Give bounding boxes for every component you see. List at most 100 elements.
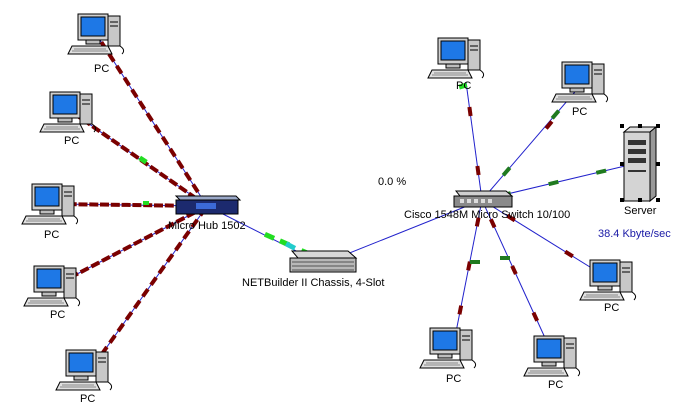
traffic-packet-light	[263, 232, 276, 241]
pc-device[interactable]: PC	[419, 327, 477, 385]
traffic-packet	[506, 213, 516, 223]
pc-label: PC	[604, 302, 619, 314]
traffic-packet	[501, 166, 512, 177]
traffic-packet	[164, 221, 175, 230]
switch-label: Cisco 1548M Micro Switch 10/100	[404, 209, 570, 221]
traffic-packet	[99, 202, 110, 207]
pc-icon	[419, 327, 477, 369]
traffic-packet	[510, 265, 518, 275]
pc-label: PC	[44, 229, 59, 241]
traffic-packet	[474, 217, 481, 227]
traffic-packet	[595, 168, 607, 175]
link-pc-4-hub	[57, 205, 208, 285]
traffic-packet	[132, 299, 142, 310]
pc-device[interactable]: PC	[55, 349, 113, 405]
link-pc-7-switch	[481, 85, 581, 201]
pc-icon	[427, 37, 485, 79]
traffic-packet	[129, 151, 140, 160]
pc-device[interactable]: PC	[23, 265, 81, 321]
server-icon	[620, 124, 660, 203]
hub-device[interactable]: Micro Hub 1502	[168, 195, 246, 232]
traffic-packet	[467, 106, 473, 117]
traffic-packet	[78, 202, 88, 207]
switch-device[interactable]: Cisco 1548M Micro Switch 10/100	[404, 190, 570, 221]
traffic-packet-cyan	[284, 241, 297, 251]
pc-device[interactable]: PC	[67, 13, 125, 75]
traffic-packet-green	[458, 82, 468, 90]
traffic-packet-light	[143, 201, 149, 205]
traffic-packet	[158, 171, 169, 181]
traffic-packet	[531, 311, 539, 322]
traffic-packet	[141, 287, 150, 298]
pc-icon	[55, 349, 113, 391]
pc-device[interactable]: PC	[39, 91, 97, 147]
server-label: Server	[624, 205, 657, 217]
pc-icon	[523, 335, 581, 377]
router-chassis-icon	[289, 250, 358, 273]
traffic-packet	[137, 100, 147, 111]
traffic-packet	[110, 202, 120, 207]
traffic-packet	[116, 322, 126, 333]
traffic-packet	[457, 305, 464, 315]
pc-label: PC	[50, 309, 65, 321]
link-pc-1-hub	[99, 39, 208, 207]
traffic-packet	[544, 120, 554, 130]
traffic-packet	[191, 183, 200, 194]
traffic-packet	[564, 249, 574, 259]
traffic-packet	[122, 76, 131, 87]
pc-icon	[23, 265, 81, 307]
traffic-packet	[90, 260, 101, 269]
switch-icon	[453, 190, 514, 208]
pc-icon	[551, 61, 609, 103]
traffic-packet	[89, 202, 99, 207]
pc-label: PC	[548, 379, 563, 391]
pc-label: PC	[456, 80, 471, 92]
traffic-packet	[168, 178, 179, 187]
link-pc-8-switch	[481, 199, 599, 273]
pc-label: PC	[64, 135, 79, 147]
server-device[interactable]: Server	[620, 124, 660, 217]
traffic-packet	[145, 112, 154, 122]
traffic-packet	[489, 218, 497, 229]
traffic-packet	[149, 164, 159, 174]
traffic-packet	[130, 88, 139, 99]
traffic-packet	[176, 159, 185, 170]
traffic-packet	[121, 202, 131, 207]
pc-device[interactable]: PC	[551, 61, 609, 118]
pc-device[interactable]: PC	[427, 37, 485, 92]
traffic-packet	[79, 266, 90, 274]
traffic-packet	[114, 64, 124, 75]
traffic-packet	[182, 230, 191, 240]
traffic-packet	[157, 264, 167, 275]
pc-label: PC	[94, 63, 109, 75]
traffic-packet	[165, 253, 175, 263]
traffic-packet	[100, 255, 111, 263]
traffic-packet	[153, 203, 164, 208]
traffic-packet	[100, 131, 111, 140]
chassis-device[interactable]: NETBuilder II Chassis, 4-Slot	[242, 250, 384, 289]
traffic-packet	[120, 144, 130, 154]
pc-icon	[21, 183, 79, 225]
utilization-label: 0.0 %	[378, 176, 406, 188]
traffic-packet	[154, 227, 165, 235]
pc-label: PC	[572, 106, 587, 118]
traffic-packet	[183, 171, 193, 182]
traffic-packet	[132, 203, 142, 208]
hub-icon	[174, 195, 242, 215]
traffic-packet	[174, 241, 183, 252]
traffic-packet-green	[500, 256, 510, 260]
traffic-packet	[124, 311, 134, 321]
traffic-packet	[475, 165, 481, 176]
throughput-label: 38.4 Kbyte/sec	[598, 228, 671, 240]
traffic-packet	[149, 276, 158, 287]
traffic-packet	[132, 238, 143, 247]
pcs-layer: PC PC PC PC PC PC PC PC PC PC	[21, 13, 637, 405]
pc-icon	[67, 13, 125, 55]
pc-device[interactable]: PC	[21, 183, 79, 241]
traffic-packet	[91, 124, 101, 134]
traffic-packet-green	[470, 260, 480, 264]
traffic-packet	[548, 179, 559, 187]
pc-device[interactable]: PC	[523, 335, 581, 391]
pc-device[interactable]: PC	[579, 259, 637, 314]
